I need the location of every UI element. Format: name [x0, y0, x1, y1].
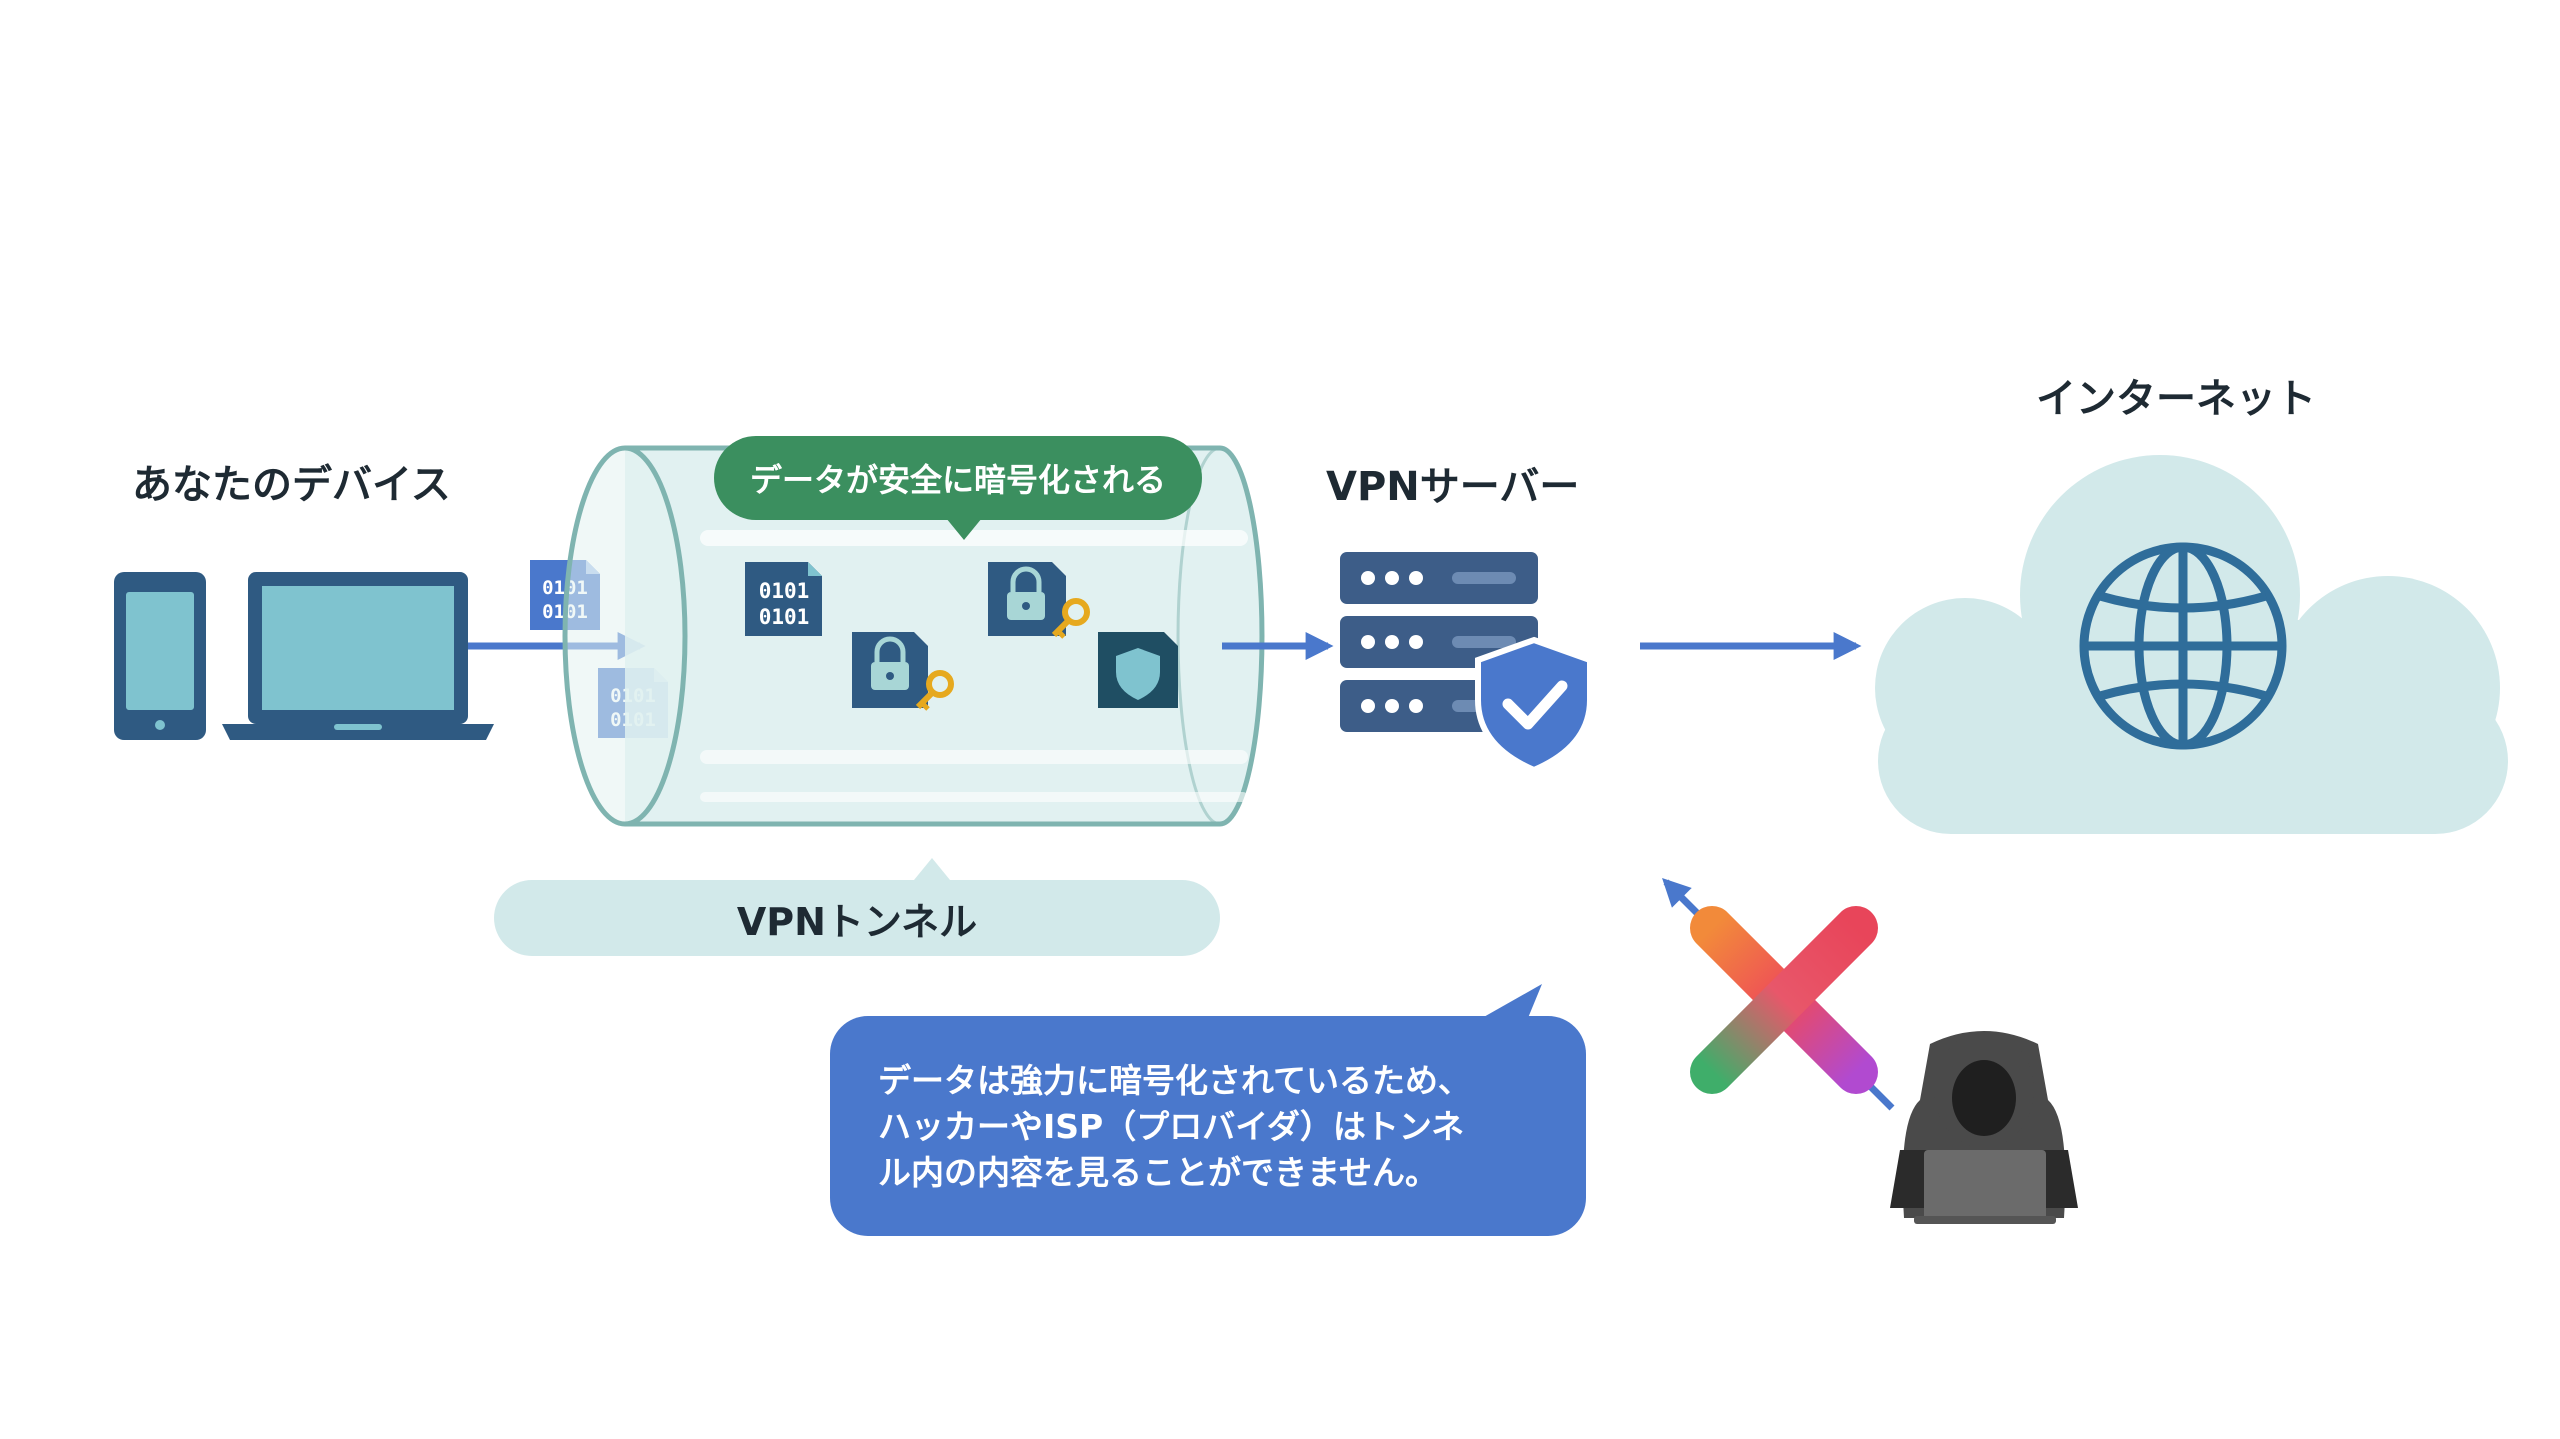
- blocked-x-icon: [1690, 906, 1878, 1094]
- callout-line: ル内の内容を見ることができません。: [878, 1153, 1439, 1192]
- tunnel-label-pill: VPNトンネル: [494, 858, 1220, 956]
- binary-file-icon: 0101 0101: [745, 562, 822, 636]
- globe-icon: [2079, 542, 2287, 750]
- shield-check-icon: [1475, 636, 1593, 774]
- encrypted-file-icon: [852, 632, 954, 711]
- callout-tail: [1482, 984, 1542, 1018]
- cloud-icon: [1875, 455, 2508, 834]
- callout-line: ハッカーやISP（プロバイダ）はトンネ: [878, 1107, 1465, 1146]
- key-icon: [1051, 598, 1090, 639]
- callout-line: データは強力に暗号化されているため、: [878, 1061, 1472, 1100]
- lock-icon: [1007, 566, 1045, 620]
- binary-text: 0101: [759, 579, 810, 603]
- tunnel-label-text: VPNトンネル: [736, 899, 978, 944]
- tunnel-caption-bubble: データが安全に暗号化される: [714, 436, 1202, 540]
- shield-file-icon: [1098, 632, 1178, 708]
- lock-icon: [871, 636, 909, 690]
- internet-label: インターネット: [2036, 376, 2316, 422]
- binary-text: 0101: [759, 605, 810, 629]
- phone-icon: [114, 572, 206, 740]
- device-label: あなたのデバイス: [132, 462, 451, 508]
- laptop-icon: [222, 572, 494, 740]
- encrypted-file-icon: [988, 562, 1090, 639]
- key-icon: [915, 670, 954, 711]
- hacker-icon: [1890, 1031, 2078, 1224]
- tunnel-caption-text: データが安全に暗号化される: [749, 461, 1166, 499]
- vpn-server-label: VPNサーバー: [1326, 464, 1580, 510]
- encryption-callout: データは強力に暗号化されているため、 ハッカーやISP（プロバイダ）はトンネ ル…: [830, 984, 1586, 1236]
